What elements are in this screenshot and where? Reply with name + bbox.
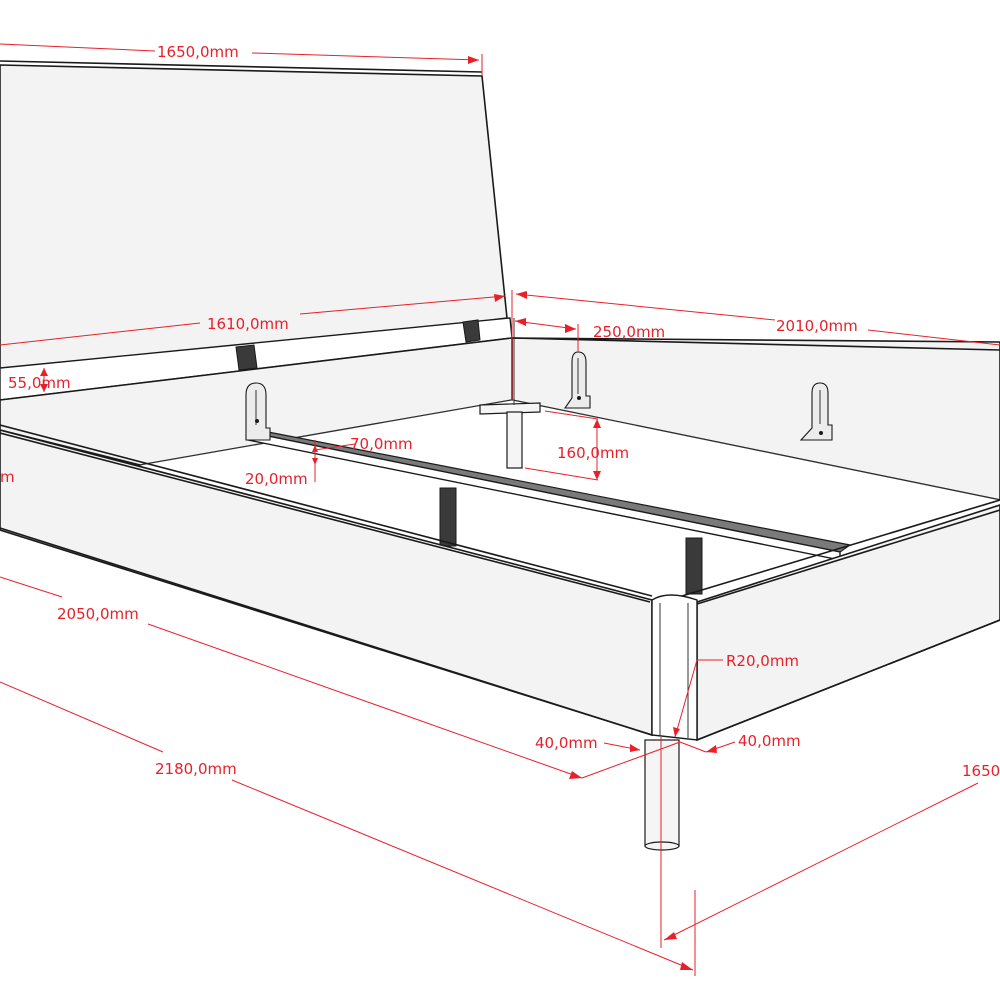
dim-label-inner-frame-width: 1610,0mm bbox=[207, 315, 289, 333]
dim-label-headboard-offset: 250,0mm bbox=[593, 323, 665, 341]
dimension-support-drop: 160,0mm bbox=[524, 410, 629, 481]
dimension-leg-offset-right: 40,0mm bbox=[679, 732, 801, 753]
dimension-headboard-offset: 250,0mm bbox=[511, 290, 665, 400]
slat-support-left bbox=[439, 487, 457, 547]
dimension-slat-width: 70,0mm bbox=[314, 435, 413, 453]
dim-label-frame-length: 2050,0mm bbox=[57, 605, 139, 623]
bracket-middle bbox=[563, 351, 591, 409]
dimension-slat-height: 20,0mm bbox=[245, 440, 318, 488]
bracket-left bbox=[245, 382, 271, 441]
dim-label-slat-width: 70,0mm bbox=[350, 435, 413, 453]
dimension-corner-radius: R20,0mm bbox=[673, 652, 799, 738]
corner-post bbox=[651, 594, 698, 741]
dim-label-overall-length: 2180,0mm bbox=[155, 760, 237, 778]
dimension-frame-length: 2050,0mm bbox=[0, 576, 583, 779]
spacer-block-left bbox=[235, 344, 258, 371]
dimension-leg-offset-left: 40,0mm bbox=[535, 734, 681, 779]
center-slat-beam bbox=[247, 429, 852, 595]
dimension-side-rail-length: 2010,0mm bbox=[515, 291, 1000, 346]
center-support-post bbox=[479, 318, 541, 469]
dim-label-slat-height: 20,0mm bbox=[245, 470, 308, 488]
dimension-headboard-thickness: 55,0mm bbox=[8, 368, 71, 392]
dim-label-side-rail-length: 2010,0mm bbox=[776, 317, 858, 335]
dimension-headboard-width: 1650,0mm bbox=[0, 43, 483, 75]
dim-label-headboard-width: 1650,0mm bbox=[157, 43, 239, 61]
dim-label-leg-offset-right: 40,0mm bbox=[738, 732, 801, 750]
dimension-overall-width: 1650 bbox=[660, 737, 1000, 948]
dim-label-corner-radius: R20,0mm bbox=[726, 652, 799, 670]
dim-label-overall-width: 1650 bbox=[962, 762, 1000, 780]
dim-label-headboard-thickness: 55,0mm bbox=[8, 374, 71, 392]
dim-label-leg-offset-left: 40,0mm bbox=[535, 734, 598, 752]
bracket-right bbox=[799, 382, 833, 441]
leg bbox=[644, 739, 680, 851]
dim-label-left-partial: m bbox=[0, 468, 15, 486]
dim-label-support-drop: 160,0mm bbox=[557, 444, 629, 462]
dimension-inner-frame-width: 1610,0mm bbox=[0, 294, 506, 346]
dimension-overall-length: 2180,0mm bbox=[0, 681, 696, 976]
slat-support-right bbox=[685, 537, 703, 595]
spacer-block-right bbox=[462, 319, 481, 343]
